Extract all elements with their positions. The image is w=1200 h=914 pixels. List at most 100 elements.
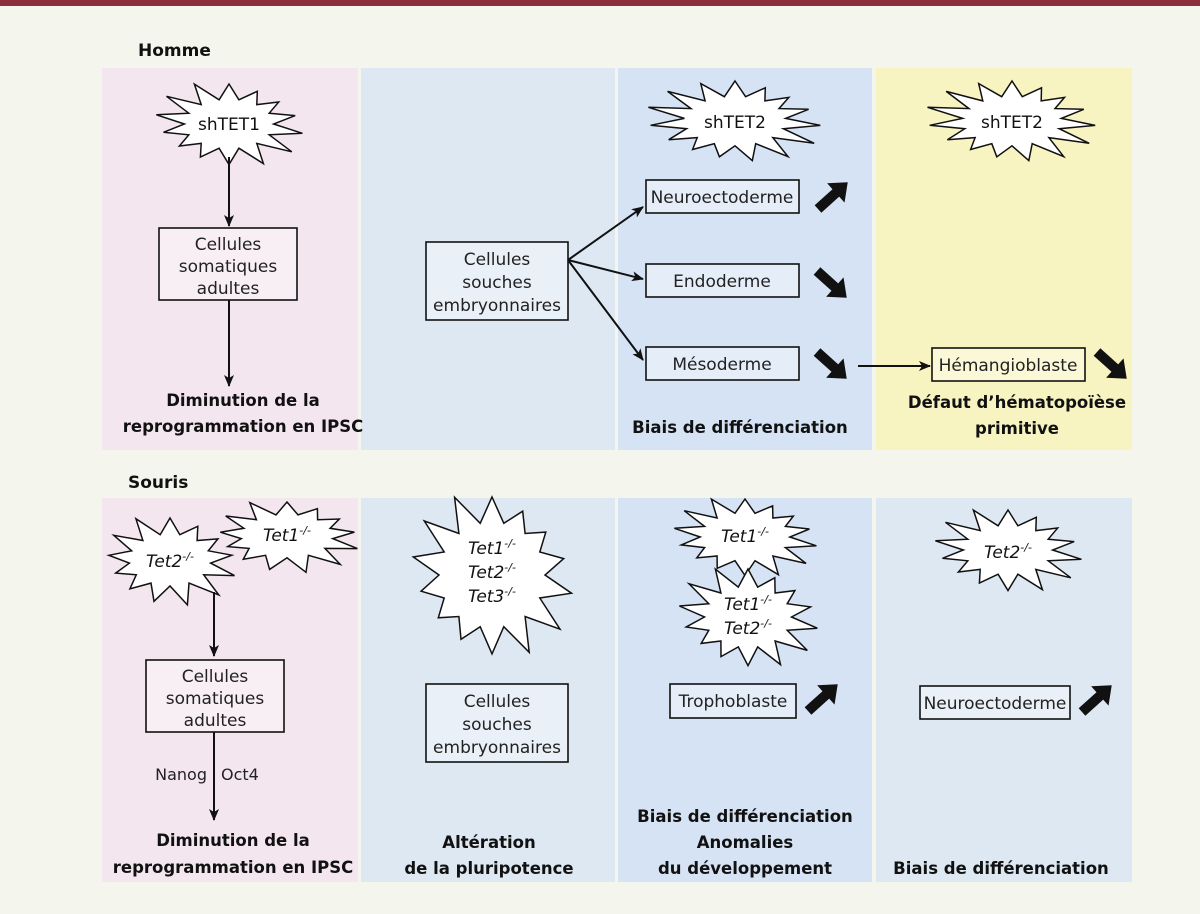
- caption-m3-line-1: Biais de différenciation: [637, 807, 853, 826]
- arrow-to-neuroectoderme: [567, 206, 644, 261]
- box-line-3: adultes: [184, 711, 247, 731]
- box-line-1: Cellules: [464, 692, 531, 712]
- burst-line-3: Tet3-/-: [468, 585, 516, 607]
- arrow-to-mesoderme: [567, 259, 644, 361]
- gene-name: Tet1: [468, 539, 504, 559]
- gene-genotype: -/-: [760, 593, 772, 606]
- burst-shape: [679, 567, 818, 668]
- box-label: Trophoblaste: [678, 692, 788, 712]
- trend-arrow-shape: [1093, 348, 1127, 379]
- label-nanog: Nanog: [155, 765, 207, 784]
- box-frame: [645, 263, 800, 298]
- burst-label: shTET2: [981, 113, 1043, 133]
- box-label: Neuroectoderme: [924, 694, 1067, 714]
- caption-h1-line-1: Diminution de la: [166, 391, 320, 410]
- trend-down-arrow-icon: [813, 267, 847, 298]
- burst-shape: [220, 500, 358, 574]
- gene-name: Tet1: [263, 526, 299, 546]
- box-frame: [425, 683, 569, 763]
- burst-shape: [935, 508, 1082, 592]
- trend-arrow-shape: [813, 348, 847, 379]
- burst-shape: [106, 516, 235, 607]
- burst-tet1-ko-col3: Tet1-/-: [674, 497, 817, 577]
- box-line-3: embryonnaires: [433, 738, 561, 758]
- box-line-2: souches: [462, 273, 532, 293]
- gene-name: Tet2: [146, 552, 182, 572]
- caption-m2-line-1: Altération: [442, 833, 535, 852]
- box-frame: [669, 683, 797, 719]
- gene-name: Tet1: [721, 527, 757, 547]
- box-neuroectoderme-mouse: Neuroectoderme: [919, 685, 1071, 720]
- caption-h4-line-1: Défaut d’hématopoïèse: [908, 393, 1126, 412]
- box-cellules-souches-human: Cellules souches embryonnaires: [425, 241, 569, 321]
- burst-shtet2-col4: shTET2: [927, 79, 1096, 163]
- box-line-1: Cellules: [195, 235, 262, 255]
- box-endoderme-human: Endoderme: [645, 263, 800, 298]
- burst-shape: [648, 79, 821, 163]
- box-line-2: somatiques: [166, 689, 265, 709]
- trend-down-arrow-icon: [1093, 348, 1127, 379]
- box-neuroectoderme-human: Neuroectoderme: [645, 179, 800, 214]
- gene-name: Tet1: [724, 595, 760, 615]
- trend-up-arrow-icon: [1078, 685, 1112, 716]
- arrow-to-endoderme: [567, 259, 644, 282]
- box-label: Mésoderme: [672, 355, 771, 375]
- trend-arrow-shape: [804, 684, 838, 715]
- gene-genotype: -/-: [182, 550, 194, 563]
- caption-h1-line-2: reprogrammation en IPSC: [123, 417, 364, 436]
- box-frame: [145, 659, 285, 733]
- trend-up-arrow-icon: [814, 182, 848, 213]
- section-label-mouse: Souris: [128, 473, 188, 493]
- caption-m3-line-2: Anomalies: [697, 833, 794, 852]
- caption-m1-line-1: Diminution de la: [156, 831, 310, 850]
- burst-label: Tet2-/-: [984, 541, 1032, 563]
- caption-m3-line-3: du développement: [658, 859, 832, 878]
- gene-name: Tet2: [468, 563, 504, 583]
- box-trophoblaste: Trophoblaste: [669, 683, 797, 719]
- burst-label: Tet1-/-: [721, 525, 769, 547]
- burst-tet1-ko-col1: Tet1-/-: [220, 500, 358, 574]
- human-panel-2: [361, 68, 615, 450]
- burst-label: shTET1: [198, 115, 260, 135]
- box-frame: [931, 347, 1086, 382]
- burst-line-2: Tet2-/-: [468, 561, 516, 583]
- burst-shtet1: shTET1: [156, 82, 303, 166]
- box-line-1: Cellules: [182, 667, 249, 687]
- gene-genotype: -/-: [760, 617, 772, 630]
- gene-genotype: -/-: [757, 525, 769, 538]
- burst-shtet2-col3: shTET2: [648, 79, 821, 163]
- gene-genotype: -/-: [1020, 541, 1032, 554]
- trend-down-arrow-icon: [813, 348, 847, 379]
- burst-shape: [411, 495, 574, 656]
- gene-genotype: -/-: [299, 524, 311, 537]
- top-accent-bar: [0, 0, 1200, 6]
- gene-name: Tet2: [724, 619, 760, 639]
- box-line-3: adultes: [197, 279, 260, 299]
- box-label: Hémangioblaste: [939, 356, 1078, 376]
- gene-genotype: -/-: [504, 537, 516, 550]
- box-label: Endoderme: [673, 272, 771, 292]
- burst-tet123-ko: Tet1-/- Tet2-/- Tet3-/-: [411, 495, 574, 656]
- section-label-human: Homme: [138, 41, 211, 61]
- label-oct4: Oct4: [221, 765, 259, 784]
- gene-name: Tet3: [468, 587, 504, 607]
- box-line-2: somatiques: [179, 257, 278, 277]
- box-frame: [158, 227, 298, 301]
- burst-label: shTET2: [704, 113, 766, 133]
- burst-tet2-ko-col4: Tet2-/-: [935, 508, 1082, 592]
- box-line-1: Cellules: [464, 250, 531, 270]
- box-cellules-somatiques-mouse: Cellules somatiques adultes: [145, 659, 285, 733]
- caption-m2-line-2: de la pluripotence: [404, 859, 573, 878]
- gene-genotype: -/-: [504, 585, 516, 598]
- box-line-2: souches: [462, 715, 532, 735]
- trend-arrow-shape: [1078, 685, 1112, 716]
- trend-arrow-shape: [813, 267, 847, 298]
- gene-name: Tet2: [984, 543, 1020, 563]
- box-cellules-somatiques-human: Cellules somatiques adultes: [158, 227, 298, 301]
- caption-h4-line-2: primitive: [975, 419, 1059, 438]
- box-hemangioblaste: Hémangioblaste: [931, 347, 1086, 382]
- burst-label: Tet1-/-: [263, 524, 311, 546]
- burst-tet2-ko-col1: Tet2-/-: [106, 516, 235, 607]
- burst-label: Tet2-/-: [146, 550, 194, 572]
